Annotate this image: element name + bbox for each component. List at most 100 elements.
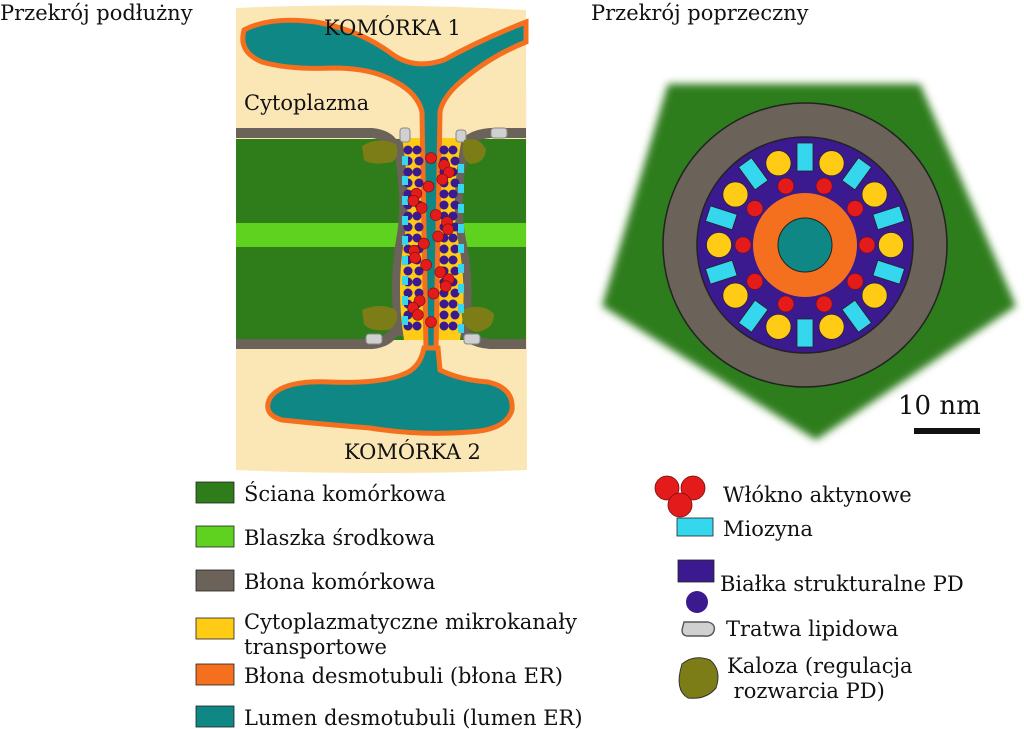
structural-protein (414, 156, 424, 166)
structural-protein (412, 167, 422, 177)
legend-label: Lumen desmotubuli (lumen ER) (244, 706, 583, 729)
structural-protein (414, 222, 424, 232)
callose-deposit (461, 306, 494, 332)
structural-protein (403, 266, 413, 276)
actin-subunit (412, 309, 424, 321)
legend-swatch (195, 705, 235, 728)
legend-symbol-protein-dot (686, 591, 708, 613)
structural-protein (439, 255, 449, 265)
structural-protein (439, 244, 449, 254)
actin-subunit (425, 152, 437, 164)
myosin (402, 196, 408, 205)
actin-subunit (734, 236, 752, 254)
structural-protein (448, 321, 458, 331)
cytoplasmic-channel (765, 150, 792, 177)
er-lower (265, 345, 515, 436)
lipid-rafts-longitudinal (365, 127, 508, 345)
actin-subunit (746, 200, 764, 217)
structural-protein (403, 288, 413, 298)
legend-swatch (195, 569, 235, 592)
structural-protein (450, 178, 460, 188)
legend-label: Błona komórkowa (244, 570, 435, 594)
structural-protein (448, 189, 458, 199)
structural-protein (448, 233, 458, 243)
actin-subunit (815, 177, 833, 195)
structural-protein (439, 145, 449, 155)
cytoplasmic-channel (861, 282, 888, 309)
cytoplasmic-channel (818, 150, 845, 177)
legend-swatch (195, 525, 235, 548)
structural-protein (403, 145, 413, 155)
actin-subunit (430, 209, 442, 221)
cross-section: 10 nm (602, 84, 1016, 440)
middle-lamella (236, 223, 526, 247)
er-upper (240, 17, 529, 353)
actin-subunit (442, 223, 454, 236)
legend-label: Tratwa lipidowa (726, 617, 898, 641)
lipid-raft (365, 333, 383, 345)
myosin (458, 324, 464, 333)
structural-protein (448, 145, 458, 155)
myosin (705, 259, 738, 285)
label-cell-2: KOMÓRKA 2 (344, 439, 481, 464)
myosin (872, 205, 905, 231)
legend-label: Ściana komórkowa (244, 481, 446, 506)
pore-particles (402, 145, 464, 333)
structural-protein (414, 178, 424, 188)
legend-swatch (195, 617, 235, 640)
structural-protein (448, 255, 458, 265)
structural-protein (450, 200, 460, 210)
callose-longitudinal (362, 139, 494, 332)
actin-subunit (680, 475, 706, 501)
actin-subunit (434, 266, 447, 278)
title-longitudinal: Przekrój podłużny (0, 1, 193, 25)
myosin (402, 156, 408, 165)
lipid-raft (463, 333, 481, 345)
actin-subunit (858, 236, 876, 254)
actin-subunit (413, 294, 426, 307)
myosin (402, 276, 408, 285)
legend-label: Miozyna (723, 517, 813, 541)
myosin (458, 224, 464, 233)
legend-label: Blaszka środkowa (244, 526, 435, 550)
actin-subunit (846, 273, 864, 290)
cytoplasmic-channel (706, 232, 732, 258)
structural-protein (448, 299, 458, 309)
scale-bar (914, 428, 980, 434)
myosin (458, 304, 464, 313)
structural-protein (414, 266, 424, 276)
legend-symbol-actin (654, 475, 706, 518)
structural-protein (412, 145, 422, 155)
structural-protein (403, 167, 413, 177)
cytoplasmic-channel (818, 313, 845, 340)
actin-subunit (436, 173, 449, 186)
lipid-raft (490, 127, 508, 139)
label-cell-1: KOMÓRKA 1 (324, 15, 461, 40)
actin-subunit (815, 295, 833, 313)
structural-protein (439, 321, 449, 331)
lipid-raft (399, 127, 411, 143)
label-cytoplasm: Cytoplazma (244, 91, 369, 115)
legend-swatch (195, 663, 235, 686)
myosin (458, 164, 464, 173)
myosin (402, 256, 408, 265)
legend-label: Kaloza (regulacja rozwarcia PD) (727, 654, 912, 703)
structural-protein (439, 310, 449, 320)
actin-subunit (439, 280, 452, 293)
actin-subunit (427, 287, 440, 300)
structural-protein (450, 288, 460, 298)
actin-subunit (777, 177, 795, 195)
cytoplasmic-channel (722, 282, 749, 309)
cytoplasmic-channel (722, 181, 749, 208)
title-cross: Przekrój poprzeczny (591, 1, 809, 25)
callose-deposit (462, 139, 486, 164)
myosin (458, 264, 464, 273)
cross-ring-particles (705, 142, 905, 348)
myosin (872, 259, 905, 285)
actin-subunit (407, 194, 420, 207)
legend-label: Włókno aktynowe (723, 483, 912, 507)
cytoplasmic-channel (861, 181, 888, 208)
structural-protein (439, 299, 449, 309)
